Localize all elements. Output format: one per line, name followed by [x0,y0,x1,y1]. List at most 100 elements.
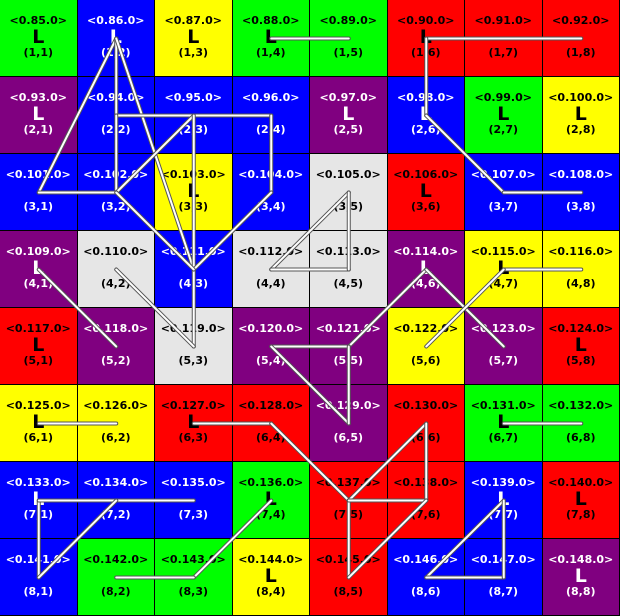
board-cell-7-1[interactable]: <0.133.0>L(7,1) [0,462,78,539]
board-cell-6-4[interactable]: <0.128.0> (6,4) [232,385,310,462]
board-cell-7-2[interactable]: <0.134.0>(7,2) [77,462,155,539]
board-cell-3-6[interactable]: <0.106.0>L(3,6) [387,154,465,231]
board-cell-1-2[interactable]: <0.86.0>L(1,2) [77,0,155,77]
cell-position: (2,8) [565,123,596,136]
board-cell-7-6[interactable]: <0.138.0>(7,6) [387,462,465,539]
cell-position: (8,5) [333,585,364,598]
board-cell-1-4[interactable]: <0.88.0>L(1,4) [232,0,310,77]
board-cell-6-7[interactable]: <0.131.0>L(6,7) [465,385,543,462]
board-cell-5-7[interactable]: <0.123.0>(5,7) [465,308,543,385]
board-cell-4-5[interactable]: <0.113.0>(4,5) [310,231,388,308]
board-cell-6-3[interactable]: <0.127.0>L(6,3) [155,385,233,462]
cell-value: <0.92.0> [552,14,610,27]
cell-position: (2,5) [333,123,364,136]
cell-marker: L [187,411,200,433]
board-cell-6-5[interactable]: <0.129.0>(6,5) [310,385,388,462]
board-cell-5-2[interactable]: <0.118.0>(5,2) [77,308,155,385]
board-cell-8-3[interactable]: <0.143.0>(8,3) [155,539,233,616]
board-cell-8-7[interactable]: <0.147.0>(8,7) [465,539,543,616]
board-cell-8-8[interactable]: <0.148.0>L(8,8) [542,539,620,616]
board-cell-2-3[interactable]: <0.95.0>(2,3) [155,77,233,154]
board-cell-7-4[interactable]: <0.136.0>L(7,4) [232,462,310,539]
board-cell-3-1[interactable]: <0.101.0>(3,1) [0,154,78,231]
cell-position: (2,4) [255,123,286,136]
board-cell-6-8[interactable]: <0.132.0>(6,8) [542,385,620,462]
board-cell-2-8[interactable]: <0.100.0>L(2,8) [542,77,620,154]
cell-position: (1,7) [488,46,519,59]
board-cell-7-5[interactable]: <0.137.0>(7,5) [310,462,388,539]
cell-position: (4,4) [255,277,286,290]
cell-value: <0.145.0> [315,553,381,566]
board-cell-1-1[interactable]: <0.85.0>L(1,1) [0,0,78,77]
board-cell-4-2[interactable]: <0.110.0> (4,2) [77,231,155,308]
board-cell-5-5[interactable]: <0.121.0>(5,5) [310,308,388,385]
board-cell-4-1[interactable]: <0.109.0>L(4,1) [0,231,78,308]
board-cell-1-7[interactable]: <0.91.0>(1,7) [465,0,543,77]
cell-value: <0.123.0> [470,322,536,335]
board-cell-1-3[interactable]: <0.87.0>L(1,3) [155,0,233,77]
cell-value: <0.116.0> [548,245,614,258]
board-cell-3-3[interactable]: <0.103.0>L(3,3) [155,154,233,231]
cell-value: <0.110.0> [83,245,149,258]
cell-position: (5,2) [100,354,131,367]
board-cell-8-4[interactable]: <0.144.0>L(8,4) [232,539,310,616]
cell-value: <0.88.0> [242,14,300,27]
cell-value: <0.139.0> [470,476,536,489]
cell-value: <0.143.0> [160,553,226,566]
board-cell-4-4[interactable]: <0.112.0>(4,4) [232,231,310,308]
board-cell-8-6[interactable]: <0.146.0>(8,6) [387,539,465,616]
board-cell-2-7[interactable]: <0.99.0>L(2,7) [465,77,543,154]
cell-position: (5,5) [333,354,364,367]
board-cell-2-6[interactable]: <0.98.0>L(2,6) [387,77,465,154]
board-cell-3-8[interactable]: <0.108.0>(3,8) [542,154,620,231]
board-cell-1-6[interactable]: <0.90.0>L(1,6) [387,0,465,77]
board-cell-5-4[interactable]: <0.120.0>(5,4) [232,308,310,385]
board-cell-3-7[interactable]: <0.107.0>(3,7) [465,154,543,231]
board-cell-8-2[interactable]: <0.142.0>(8,2) [77,539,155,616]
board-cell-1-5[interactable]: <0.89.0>(1,5) [310,0,388,77]
cell-position: (2,6) [410,123,441,136]
cell-position: (6,4) [255,431,286,444]
cell-value: <0.128.0> [238,399,304,412]
board-cell-4-3[interactable]: <0.111.0>(4,3) [155,231,233,308]
cell-position: (4,8) [565,277,596,290]
cell-position: (5,8) [565,354,596,367]
board-cell-7-3[interactable]: <0.135.0>(7,3) [155,462,233,539]
cell-marker: L [419,257,432,279]
cell-position: (3,2) [100,200,131,213]
cell-marker: L [32,411,45,433]
board-cell-7-7[interactable]: <0.139.0>L(7,7) [465,462,543,539]
cell-value: <0.111.0> [160,245,226,258]
cell-position: (8,4) [255,585,286,598]
board-cell-6-2[interactable]: <0.126.0>(6,2) [77,385,155,462]
cell-value: <0.119.0> [160,322,226,335]
board-cell-4-7[interactable]: <0.115.0>L(4,7) [465,231,543,308]
board-cell-7-8[interactable]: <0.140.0>L(7,8) [542,462,620,539]
cell-value: <0.108.0> [548,168,614,181]
cell-value: <0.129.0> [315,399,381,412]
board-cell-4-6[interactable]: <0.114.0>L(4,6) [387,231,465,308]
cell-value: <0.140.0> [548,476,614,489]
board-cell-8-1[interactable]: <0.141.0>(8,1) [0,539,78,616]
board-cell-8-5[interactable]: <0.145.0> (8,5) [310,539,388,616]
board-cell-6-1[interactable]: <0.125.0>L(6,1) [0,385,78,462]
board-cell-5-8[interactable]: <0.124.0>L(5,8) [542,308,620,385]
board-cell-1-8[interactable]: <0.92.0>(1,8) [542,0,620,77]
board-cell-3-2[interactable]: <0.102.0>(3,2) [77,154,155,231]
board-cell-2-1[interactable]: <0.93.0>L(2,1) [0,77,78,154]
board-cell-6-6[interactable]: <0.130.0>(6,6) [387,385,465,462]
cell-position: (2,2) [100,123,131,136]
board-cell-5-3[interactable]: <0.119.0>(5,3) [155,308,233,385]
board-cell-5-6[interactable]: <0.122.0>(5,6) [387,308,465,385]
board-cell-4-8[interactable]: <0.116.0> (4,8) [542,231,620,308]
cell-marker: L [109,26,122,48]
board-cell-3-4[interactable]: <0.104.0>(3,4) [232,154,310,231]
board-cell-2-2[interactable]: <0.94.0>(2,2) [77,77,155,154]
board-cell-2-5[interactable]: <0.97.0>L(2,5) [310,77,388,154]
board-cell-5-1[interactable]: <0.117.0>L(5,1) [0,308,78,385]
cell-position: (4,2) [100,277,131,290]
board-cell-3-5[interactable]: <0.105.0>(3,5) [310,154,388,231]
board-cell-2-4[interactable]: <0.96.0>(2,4) [232,77,310,154]
cell-position: (3,5) [333,200,364,213]
